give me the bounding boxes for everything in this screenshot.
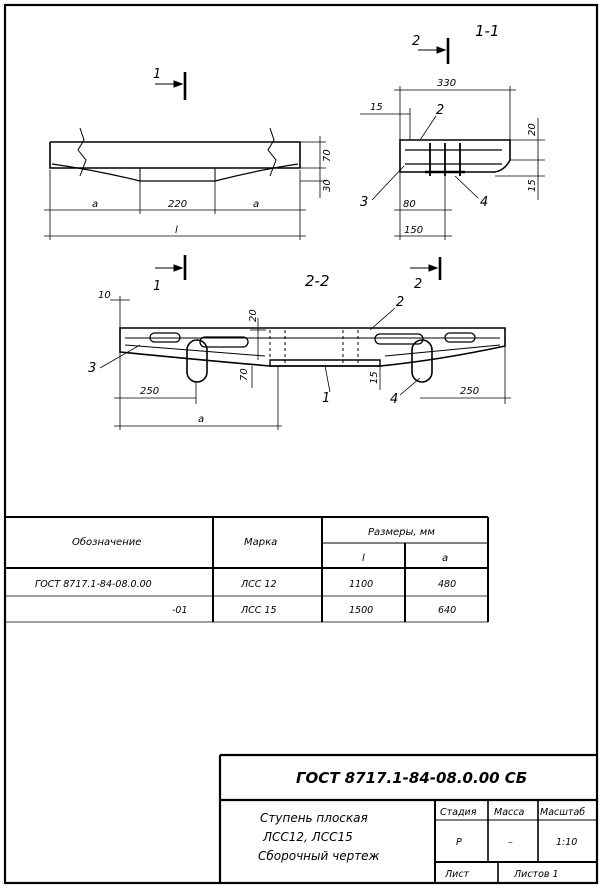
section-1-1-title: 1-1 (475, 22, 500, 40)
title-block-code: ГОСТ 8717.1-84-08.0.00 СБ (296, 769, 527, 787)
sec11-dim-150: 150 (404, 225, 423, 236)
cut-mark-1-top-label: 1 (153, 67, 161, 82)
title-block-scale-value: 1:10 (556, 837, 577, 848)
cut-mark-2-bottom-label: 2 (414, 277, 422, 292)
sec22-pos-4: 4 (390, 392, 398, 407)
sec22-dim-a: a (198, 414, 204, 425)
sec22-dim-10: 10 (98, 290, 111, 301)
sec11-dim-15-top: 15 (370, 102, 383, 113)
title-block-sheets-label: Листов 1 (513, 869, 559, 880)
sec22-dim-250-right: 250 (460, 386, 479, 397)
spec-col-designation: Обозначение (72, 536, 141, 548)
sec11-dim-20: 20 (527, 123, 538, 136)
sec22-dim-15: 15 (369, 371, 380, 384)
title-block-name-line3: Сборочный чертеж (258, 849, 380, 863)
spec-row-2-a: 640 (438, 605, 456, 616)
spec-col-sizes: Размеры, мм (368, 527, 435, 538)
title-block-name-line1: Ступень плоская (260, 811, 368, 825)
sec11-dim-15-bot: 15 (527, 179, 538, 192)
sec22-dim-70: 70 (239, 368, 250, 381)
title-block-sheet-label: Лист (444, 869, 470, 880)
spec-row-1-a: 480 (438, 579, 456, 590)
elev-dim-30: 30 (322, 179, 333, 192)
spec-col-a: a (442, 553, 448, 564)
elev-dim-a-left: a (92, 199, 98, 210)
section-2-2-view (99, 296, 511, 430)
elevation-view (44, 72, 326, 280)
title-block-stage-label: Стадия (440, 807, 477, 818)
spec-row-1-l: 1100 (349, 579, 373, 590)
section-1-1-view (360, 38, 545, 280)
title-block-scale-label: Масштаб (540, 807, 585, 818)
sec11-dim-330: 330 (437, 78, 456, 89)
sec22-dim-250-left: 250 (140, 386, 159, 397)
spec-row-1-mark: ЛСС 12 (240, 579, 277, 590)
elev-dim-220: 220 (168, 199, 187, 210)
title-block-mass-label: Масса (494, 807, 524, 818)
title-block (218, 753, 597, 883)
spec-row-2-designation: -01 (172, 605, 188, 616)
spec-row-2-l: 1500 (349, 605, 373, 616)
cut-mark-2-top-label: 2 (412, 34, 420, 49)
title-block-stage-value: Р (456, 837, 462, 848)
sec11-dim-80: 80 (403, 199, 416, 210)
sec22-pos-2: 2 (396, 295, 404, 310)
sec22-pos-1: 1 (322, 391, 330, 406)
spec-table (5, 516, 489, 623)
title-block-name-line2: ЛСС12, ЛСС15 (262, 830, 353, 844)
spec-col-l: l (362, 553, 365, 564)
sec11-pos-4: 4 (480, 195, 488, 210)
sec11-pos-2: 2 (436, 103, 444, 118)
spec-row-1-designation: ГОСТ 8717.1-84-08.0.00 (35, 579, 152, 590)
spec-row-2-mark: ЛСС 15 (240, 605, 277, 616)
cut-mark-1-bottom-label: 1 (153, 279, 161, 294)
elev-dim-l: l (175, 225, 178, 236)
title-block-mass-value: – (508, 837, 513, 848)
sheet-frame (3, 3, 599, 885)
spec-col-mark: Марка (244, 537, 277, 548)
sec11-pos-3: 3 (360, 195, 368, 210)
elev-dim-a-right: a (253, 199, 259, 210)
sec22-dim-20: 20 (248, 309, 259, 322)
sec22-pos-3: 3 (88, 361, 96, 376)
section-2-2-title: 2-2 (305, 272, 330, 290)
elev-dim-70: 70 (322, 149, 333, 162)
